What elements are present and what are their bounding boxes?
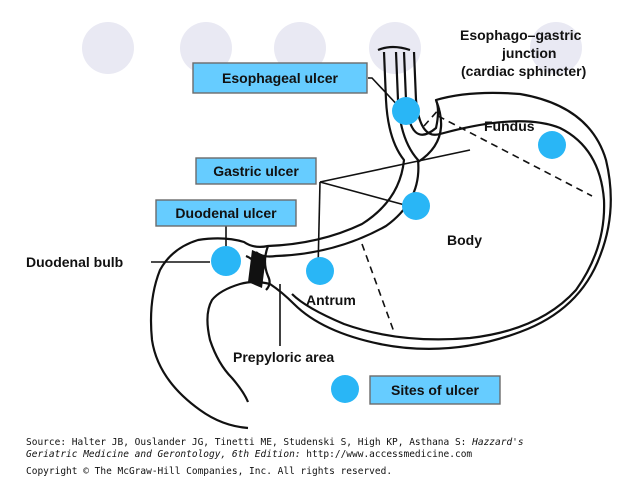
source-book-title-part2: Geriatric Medicine and Gerontology, 6th …: [26, 449, 301, 460]
ge-junction-label-line1: Esophago–gastric: [460, 27, 582, 43]
duodenal-ulcer-label: Duodenal ulcer: [175, 205, 277, 221]
stomach-outline: [149, 45, 612, 430]
gastric-ulcer-box: Gastric ulcer: [195, 157, 317, 185]
copyright-notice: Copyright © The McGraw-Hill Companies, I…: [26, 466, 393, 477]
ulcer-dot-fundus: [538, 131, 566, 159]
ulcer-dot-duodenal: [211, 246, 241, 276]
duodenal-bulb-label: Duodenal bulb: [26, 254, 123, 270]
ulcer-sites: [211, 97, 566, 403]
ge-junction-label-line3: (cardiac sphincter): [461, 63, 586, 79]
body-label: Body: [447, 232, 482, 248]
source-url: http://www.accessmedicine.com: [300, 449, 473, 460]
ge-junction-label-line2: junction: [501, 45, 556, 61]
legend-label: Sites of ulcer: [391, 382, 479, 398]
pylorus-mark: [248, 250, 266, 288]
region-boundaries: [361, 107, 593, 333]
prepyloric-label: Prepyloric area: [233, 349, 334, 365]
ulcer-dot-esophageal: [392, 97, 420, 125]
pointer-lines: [151, 77, 471, 346]
stomach-diagram: Esophageal ulcer Gastric ulcer Duodenal …: [26, 22, 612, 430]
esophageal-ulcer-label: Esophageal ulcer: [222, 70, 338, 86]
source-line-2: Geriatric Medicine and Gerontology, 6th …: [26, 449, 472, 461]
source-line-1: Source: Halter JB, Ouslander JG, Tinetti…: [26, 437, 524, 449]
esophageal-ulcer-box: Esophageal ulcer: [192, 62, 368, 94]
duodenal-ulcer-box: Duodenal ulcer: [155, 199, 297, 227]
antrum-label: Antrum: [306, 292, 356, 308]
source-citation: Source: Halter JB, Ouslander JG, Tinetti…: [26, 437, 473, 448]
legend-box: Sites of ulcer: [369, 375, 501, 405]
ulcer-dot-antrum: [306, 257, 334, 285]
gastric-ulcer-label: Gastric ulcer: [213, 163, 299, 179]
fundus-label: Fundus: [484, 118, 535, 134]
legend-dot: [331, 375, 359, 403]
ulcer-dot-gastric-body: [402, 192, 430, 220]
source-book-title-part1: Hazzard's: [472, 437, 524, 448]
